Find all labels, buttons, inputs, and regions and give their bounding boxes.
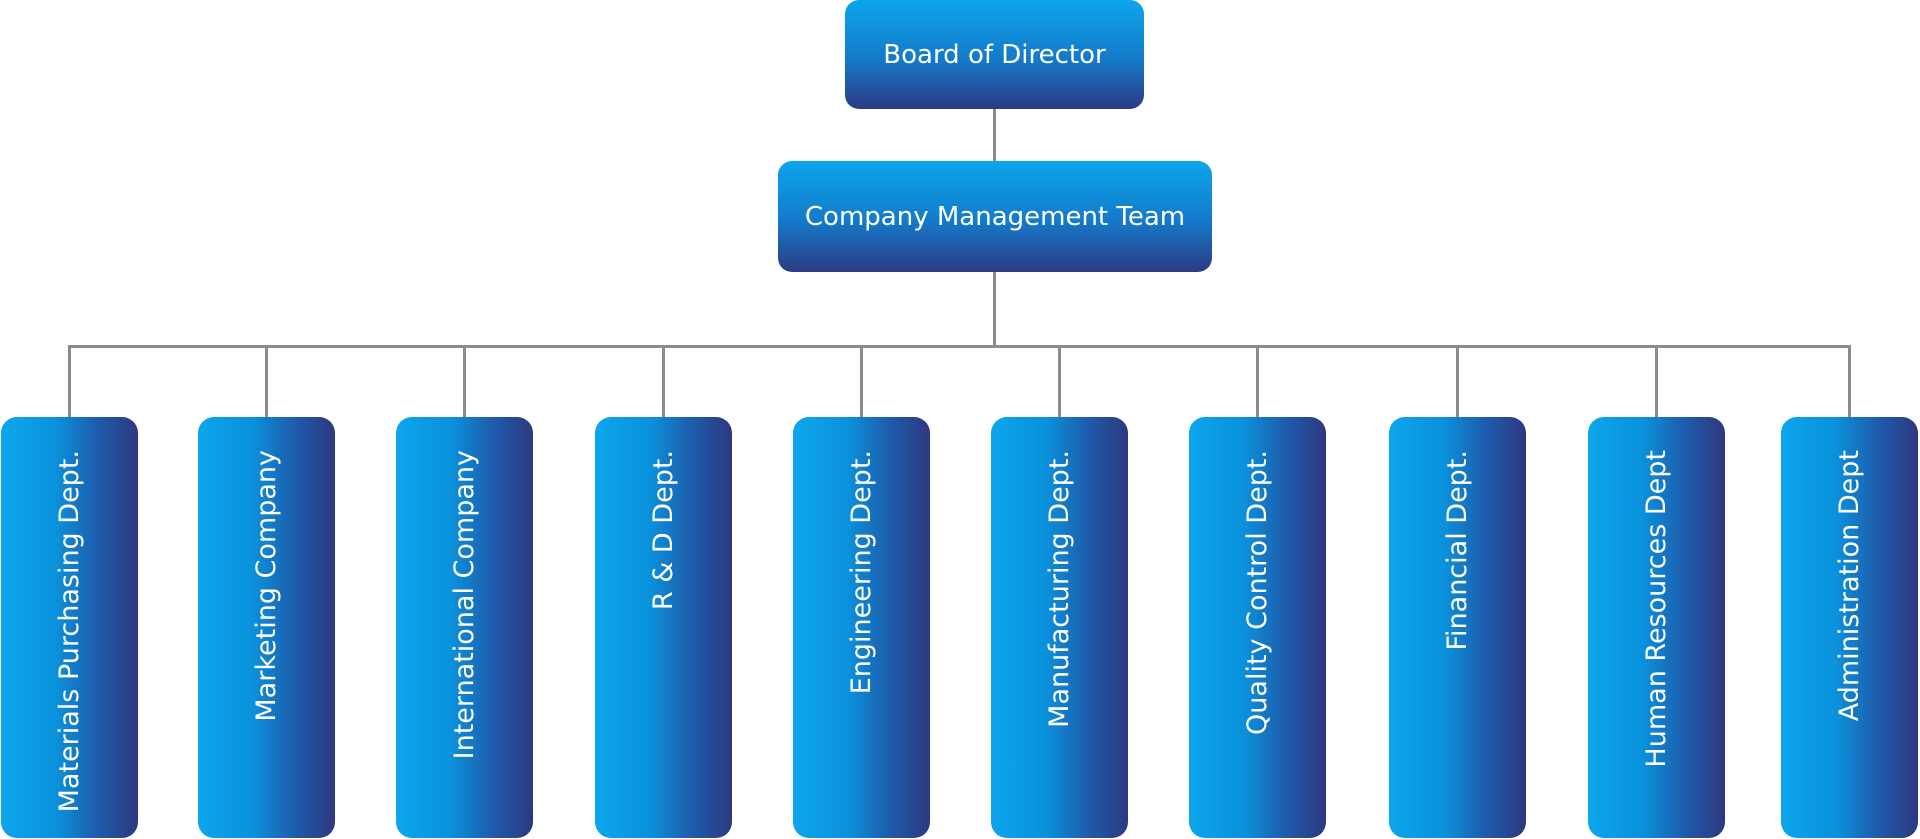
connector-dept-8 (1456, 345, 1459, 418)
dept-label: Manufacturing Dept. (1044, 450, 1075, 728)
board-of-director-label: Board of Director (883, 39, 1106, 70)
dept-label: International Company (449, 450, 480, 760)
dept-box-materials-purchasing: Materials Purchasing Dept. (1, 417, 138, 838)
connector-horizontal-bus (68, 345, 1851, 348)
board-of-director-box: Board of Director (845, 0, 1144, 109)
dept-label: Quality Control Dept. (1242, 450, 1273, 735)
connector-management-to-bus (993, 272, 996, 348)
dept-label: Human Resources Dept (1641, 450, 1672, 768)
connector-dept-3 (463, 345, 466, 418)
dept-box-human-resources: Human Resources Dept (1588, 417, 1725, 838)
dept-label: Engineering Dept. (846, 450, 877, 695)
connector-dept-2 (265, 345, 268, 418)
management-team-label: Company Management Team (804, 201, 1186, 232)
connector-board-to-management (993, 108, 996, 162)
dept-label: Administration Dept (1834, 450, 1865, 722)
management-team-box: Company Management Team (778, 161, 1212, 272)
connector-dept-1 (68, 345, 71, 418)
connector-dept-10 (1848, 345, 1851, 418)
connector-dept-9 (1655, 345, 1658, 418)
dept-label: Financial Dept. (1442, 450, 1473, 651)
dept-box-financial: Financial Dept. (1389, 417, 1526, 838)
dept-label: Marketing Company (251, 450, 282, 722)
connector-dept-5 (860, 345, 863, 418)
dept-box-manufacturing: Manufacturing Dept. (991, 417, 1128, 838)
dept-label: Materials Purchasing Dept. (54, 450, 85, 813)
dept-box-administration: Administration Dept (1781, 417, 1918, 838)
dept-box-international-company: International Company (396, 417, 533, 838)
connector-dept-4 (662, 345, 665, 418)
connector-dept-6 (1058, 345, 1061, 418)
dept-box-marketing-company: Marketing Company (198, 417, 335, 838)
dept-box-engineering: Engineering Dept. (793, 417, 930, 838)
dept-box-rnd: R & D Dept. (595, 417, 732, 838)
dept-label: R & D Dept. (648, 450, 679, 611)
connector-dept-7 (1256, 345, 1259, 418)
dept-box-quality-control: Quality Control Dept. (1189, 417, 1326, 838)
